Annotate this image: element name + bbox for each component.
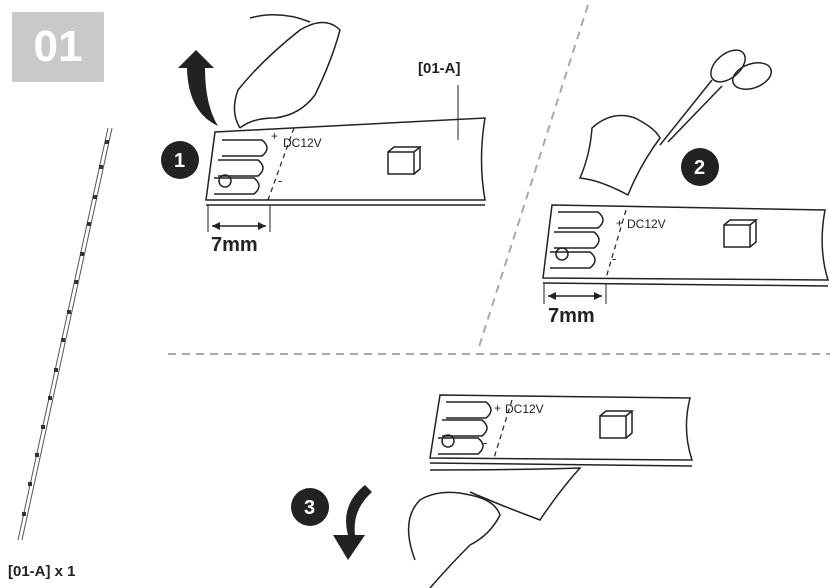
panel-step-3	[291, 394, 694, 588]
voltage-label: DC12V	[505, 402, 544, 416]
panel-step-1	[161, 14, 486, 232]
step-badge-1: 1	[174, 150, 185, 172]
minus-label: -	[483, 435, 487, 450]
panel-step-2	[542, 49, 830, 304]
parts-list-label: [01-A] x 1	[8, 563, 76, 580]
arrow-down-icon	[333, 485, 372, 560]
step-number-badge: 01	[12, 12, 104, 82]
step-number: 01	[33, 22, 83, 71]
step-badge-2: 2	[694, 157, 705, 179]
plus-label: +	[271, 129, 278, 143]
minus-label: -	[612, 251, 616, 266]
callout-label: [01-A]	[418, 60, 461, 77]
scissors-icon	[659, 49, 772, 146]
measure-label-2: 7mm	[548, 305, 595, 327]
voltage-label: DC12V	[283, 136, 322, 150]
step-badge-3: 3	[304, 497, 315, 519]
plus-label: +	[494, 401, 501, 415]
measure-label-1: 7mm	[211, 234, 258, 256]
minus-label: -	[278, 173, 282, 188]
full-led-strip	[17, 127, 113, 541]
voltage-label: DC12V	[627, 217, 666, 231]
arrow-up-icon	[178, 50, 218, 126]
plus-label: +	[616, 216, 623, 230]
divider-vertical	[477, 4, 589, 351]
